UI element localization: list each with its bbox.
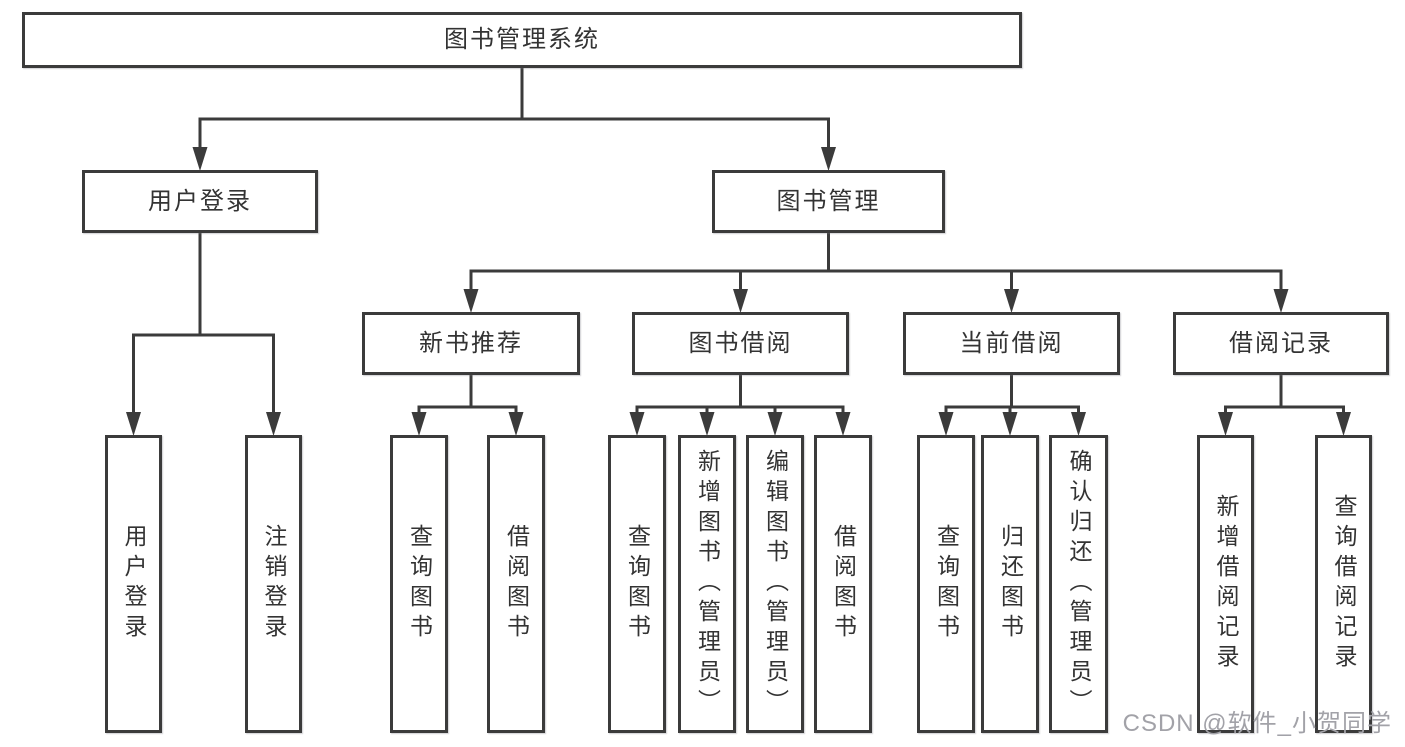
node-book-management: 图书管理 [712,170,945,233]
node-leaf-borrow-borrow-books: 借阅图书 [814,435,872,733]
node-leaf-current-confirm-return: 确认归还（管理员） [1049,435,1108,733]
node-leaf-rec-query-books: 查询图书 [390,435,448,733]
node-book-borrow: 图书借阅 [632,312,849,375]
node-leaf-logout: 注销登录 [245,435,302,733]
node-leaf-user-login: 用户登录 [105,435,162,733]
watermark: CSDN @软件_小贺同学 [1122,710,1392,737]
node-leaf-borrow-query-books: 查询图书 [608,435,666,733]
node-user-login: 用户登录 [82,170,318,233]
node-leaf-borrow-add-books: 新增图书（管理员） [678,435,736,733]
node-leaf-records-query: 查询借阅记录 [1315,435,1372,733]
node-leaf-current-return-books: 归还图书 [981,435,1039,733]
node-leaf-current-query-books: 查询图书 [917,435,975,733]
node-leaf-borrow-edit-books: 编辑图书（管理员） [746,435,804,733]
node-current-borrow: 当前借阅 [903,312,1120,375]
node-borrow-records: 借阅记录 [1173,312,1389,375]
node-leaf-rec-borrow-books: 借阅图书 [487,435,545,733]
node-root: 图书管理系统 [22,12,1022,68]
node-new-book-recommend: 新书推荐 [362,312,580,375]
node-leaf-records-add: 新增借阅记录 [1197,435,1254,733]
